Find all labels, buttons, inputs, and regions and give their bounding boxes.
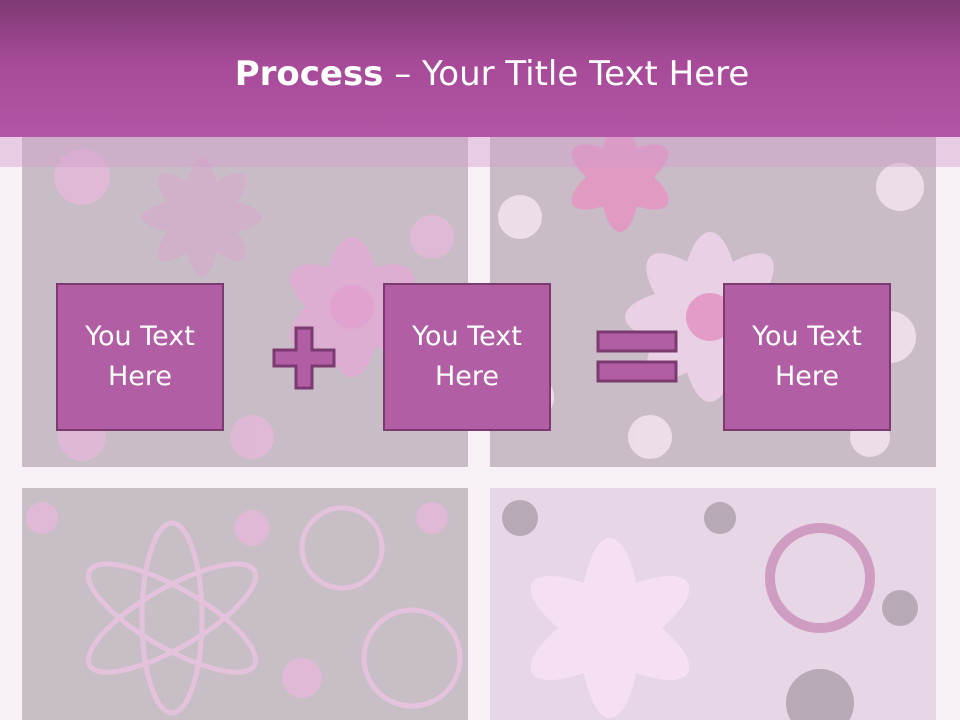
process-box-2[interactable]: You Text Here [383,283,551,431]
process-box-1[interactable]: You Text Here [56,283,224,431]
plus-icon [272,326,336,390]
flower-image-bottom-right [490,488,936,720]
process-box-3[interactable]: You Text Here [723,283,891,431]
equals-icon [596,330,678,383]
flower-image-bottom-left [22,488,468,720]
slide-title-bold: Process [234,54,384,94]
process-box-3-label: You Text Here [752,321,862,392]
slide-title-rest: – Your Title Text Here [383,54,750,94]
process-box-1-label: You Text Here [85,321,195,392]
title-bar-shadow-band [0,137,960,167]
title-bar [0,0,960,137]
process-box-2-label: You Text Here [412,321,522,392]
slide-title: Process – Your Title Text Here [0,52,960,96]
